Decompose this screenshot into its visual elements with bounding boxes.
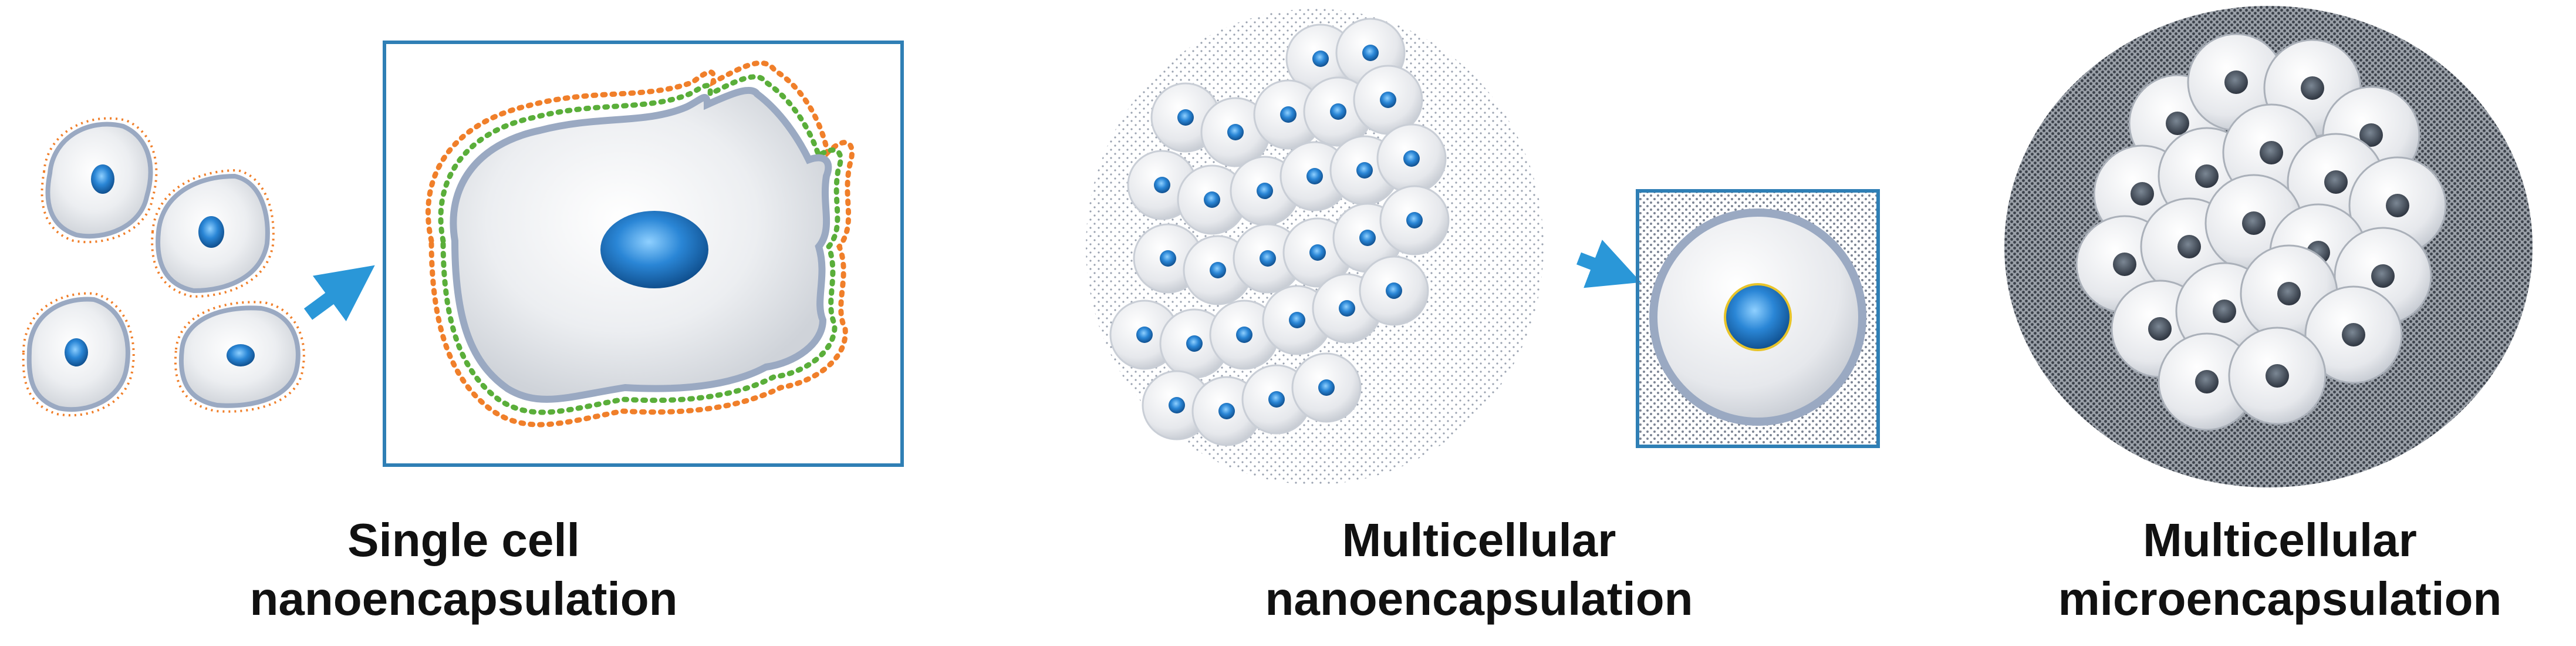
caption-line-2: nanoencapsulation — [1265, 573, 1693, 625]
nucleus — [2371, 264, 2395, 288]
nucleus — [1268, 391, 1285, 408]
nucleus — [2301, 76, 2324, 100]
nucleus — [1289, 312, 1305, 328]
caption-multicellular-nano: Multicellular nanoencapsulation — [1186, 511, 1773, 628]
nucleus — [2148, 317, 2172, 341]
coated-cell-icon — [1649, 208, 1866, 426]
nucleus — [2342, 323, 2365, 346]
caption-line-2: nanoencapsulation — [249, 573, 678, 625]
nucleus — [1169, 397, 1185, 413]
nucleus — [1280, 106, 1297, 123]
panel-single-cell: Single cell nanoencapsulation — [0, 0, 951, 646]
nucleus — [1356, 162, 1373, 179]
nucleus — [600, 211, 708, 288]
nucleus — [2324, 170, 2348, 194]
nucleus — [1177, 109, 1194, 126]
nucleus — [1312, 51, 1329, 67]
nucleus — [1406, 212, 1423, 228]
arrow-right-icon — [1576, 240, 1642, 288]
nucleus — [2195, 164, 2219, 188]
nucleus — [1309, 244, 1326, 261]
arrow-right-icon — [303, 265, 375, 322]
nucleus — [2242, 211, 2266, 235]
cell-cluster-icon — [1109, 18, 1450, 446]
nucleus — [2386, 194, 2409, 217]
nucleus — [1136, 327, 1153, 343]
nucleus — [1306, 168, 1323, 184]
nucleus — [1359, 230, 1376, 246]
coated-cell-icon — [425, 60, 855, 428]
nucleus — [1318, 379, 1335, 396]
nucleus — [2195, 370, 2219, 393]
caption-line-1: Multicellular — [2143, 514, 2417, 566]
single-cell-icon — [40, 117, 158, 244]
nucleus — [1257, 183, 1273, 199]
nucleus — [2131, 182, 2154, 206]
cell-cluster-icon — [2075, 33, 2447, 431]
nucleus — [2266, 364, 2289, 388]
nucleus — [1260, 250, 1276, 267]
nucleus — [2277, 282, 2301, 305]
nucleus — [2359, 123, 2383, 147]
nucleus — [1204, 191, 1220, 208]
nucleus — [1380, 92, 1396, 108]
single-cell-icon — [174, 301, 305, 413]
panel-multicellular-micro: Multicellular microencapsulation — [1984, 0, 2576, 646]
nucleus — [2260, 141, 2283, 164]
nucleus — [1160, 250, 1176, 267]
caption-multicellular-micro: Multicellular microencapsulation — [1984, 511, 2576, 628]
nucleus — [1154, 177, 1170, 193]
multicellular-nano-illustration — [1086, 9, 1880, 484]
nucleus — [1362, 45, 1379, 61]
single-cell-illustration — [22, 41, 904, 467]
nucleus — [2213, 300, 2236, 323]
nucleus — [1236, 327, 1252, 343]
nucleus — [1339, 300, 1355, 317]
nucleus — [1403, 150, 1420, 167]
nucleus — [1330, 103, 1346, 120]
nucleus — [2113, 253, 2136, 276]
single-cell-icon — [22, 292, 135, 417]
nucleus — [2177, 235, 2201, 258]
panel-multicellular-nano: Multicellular nanoencapsulation — [1068, 0, 1902, 646]
multicellular-micro-illustration — [2004, 6, 2533, 487]
nucleus — [1724, 283, 1792, 351]
caption-line-1: Multicellular — [1342, 514, 1616, 566]
caption-line-2: microencapsulation — [2058, 573, 2502, 625]
nucleus — [1227, 124, 1244, 140]
caption-line-1: Single cell — [347, 514, 580, 566]
nucleus — [1210, 262, 1226, 278]
nucleus — [1186, 335, 1203, 352]
nucleus — [2224, 70, 2248, 94]
nucleus — [2166, 112, 2189, 135]
single-cell-icon — [151, 169, 275, 298]
nucleus — [1218, 403, 1235, 419]
nucleus — [1386, 282, 1402, 299]
caption-single-cell: Single cell nanoencapsulation — [164, 511, 763, 628]
